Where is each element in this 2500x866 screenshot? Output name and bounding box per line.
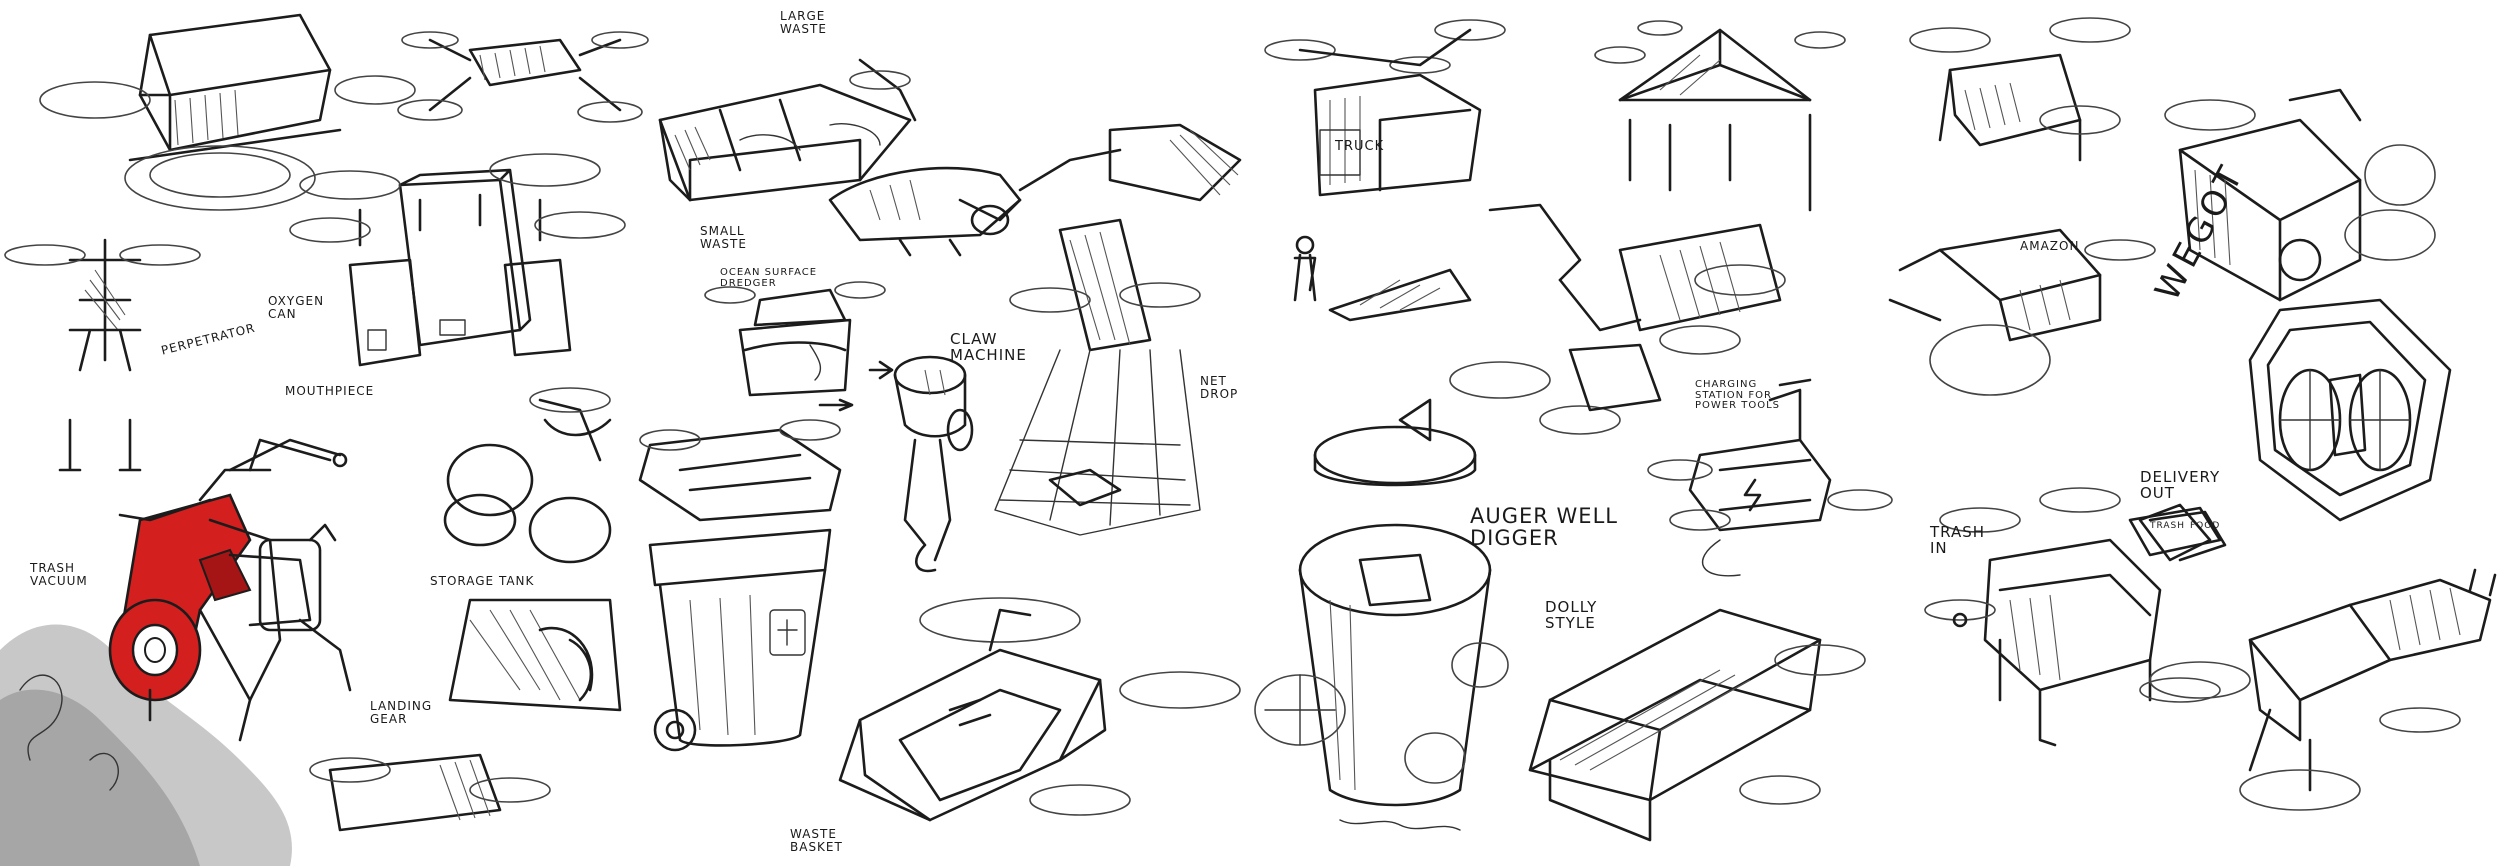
- spindle-drone-sketch: [4, 238, 201, 472]
- trash-box-sketch: [2128, 506, 2222, 557]
- net-drop-drone-sketch: [994, 218, 1201, 536]
- excavator-drone-sketch: [1449, 203, 1786, 435]
- amazon-drone-sketch: [1888, 228, 2156, 396]
- ocean-dredger-drone-sketch: [828, 123, 1242, 257]
- label-delivery-out: DELIVERY OUT: [2140, 468, 2221, 502]
- x-frame-drone-sketch: [397, 31, 649, 123]
- food-box-sketch: [2148, 510, 2227, 562]
- waste-basket-drone-sketch: [838, 597, 1241, 822]
- label-mouthpiece: MOUTHPIECE: [285, 384, 375, 398]
- enclosed-drone-sketch: [39, 13, 416, 211]
- label-oxygen-can: OXYGEN CAN: [268, 294, 325, 321]
- hexagon-ducted-drone-sketch: [2248, 298, 2452, 522]
- label-trash-vacuum: TRASH VACUUM: [30, 561, 88, 588]
- label-amazon: AMAZON: [2020, 239, 2080, 253]
- large-small-waste-drone-sketch: [658, 58, 917, 202]
- label-trash-in: TRASH IN: [1930, 523, 1986, 557]
- label-auger-well-digger: AUGER WELL DIGGER: [1470, 504, 1618, 551]
- storage-tank-sketch: [448, 598, 622, 712]
- label-truck: TRUCK: [1335, 139, 1385, 154]
- waste-bin-drone-sketch: [638, 419, 842, 752]
- label-storage-tank: STORAGE TANK: [430, 574, 535, 588]
- dolly-drone-sketch: [1528, 608, 1866, 842]
- label-food-box: FOOD: [2190, 521, 2221, 531]
- label-claw-machine: CLAW MACHINE: [950, 330, 1027, 364]
- label-small-waste: SMALL WASTE: [700, 224, 747, 251]
- bottom-drone-sketch: [309, 753, 551, 832]
- package-drone-top-sketch: [1909, 17, 2131, 162]
- label-charging-station: CHARGING STATION FOR POWER TOOLS: [1695, 379, 1781, 411]
- label-net-drop: NET DROP: [1200, 374, 1239, 401]
- label-landing-gear: LANDING GEAR: [370, 699, 433, 726]
- trash-vacuum-drone-sketch: [0, 438, 352, 866]
- legged-drone-sketch: [2149, 568, 2497, 811]
- person-scale-figure: [1293, 235, 1472, 322]
- truck-drone-sketch: [1264, 19, 1506, 197]
- auger-bucket-drone-sketch: [1254, 523, 1509, 831]
- label-ocean-surface-dredger: OCEAN SURFACE DREDGER: [720, 267, 818, 289]
- label-trash-box: TRASH: [2150, 521, 2186, 531]
- vacuum-pod-sketch: [443, 387, 612, 564]
- claw-machine-sketch: [893, 355, 974, 573]
- label-waste-basket: WASTE BASKET: [790, 827, 843, 854]
- charging-station-drone-sketch: [1647, 378, 1893, 577]
- label-large-waste: LARGE WASTE: [780, 9, 827, 36]
- ocean-surface-dredger-sketch: [704, 281, 894, 412]
- cargo-box-drone-sketch: [2164, 88, 2436, 302]
- oxygen-drone-sketch: [289, 153, 626, 367]
- auger-rotation-arrow: [1313, 398, 1477, 487]
- roof-frame-drone-sketch: [1594, 20, 1846, 212]
- label-dolly-style: DOLLY STYLE: [1545, 598, 1598, 632]
